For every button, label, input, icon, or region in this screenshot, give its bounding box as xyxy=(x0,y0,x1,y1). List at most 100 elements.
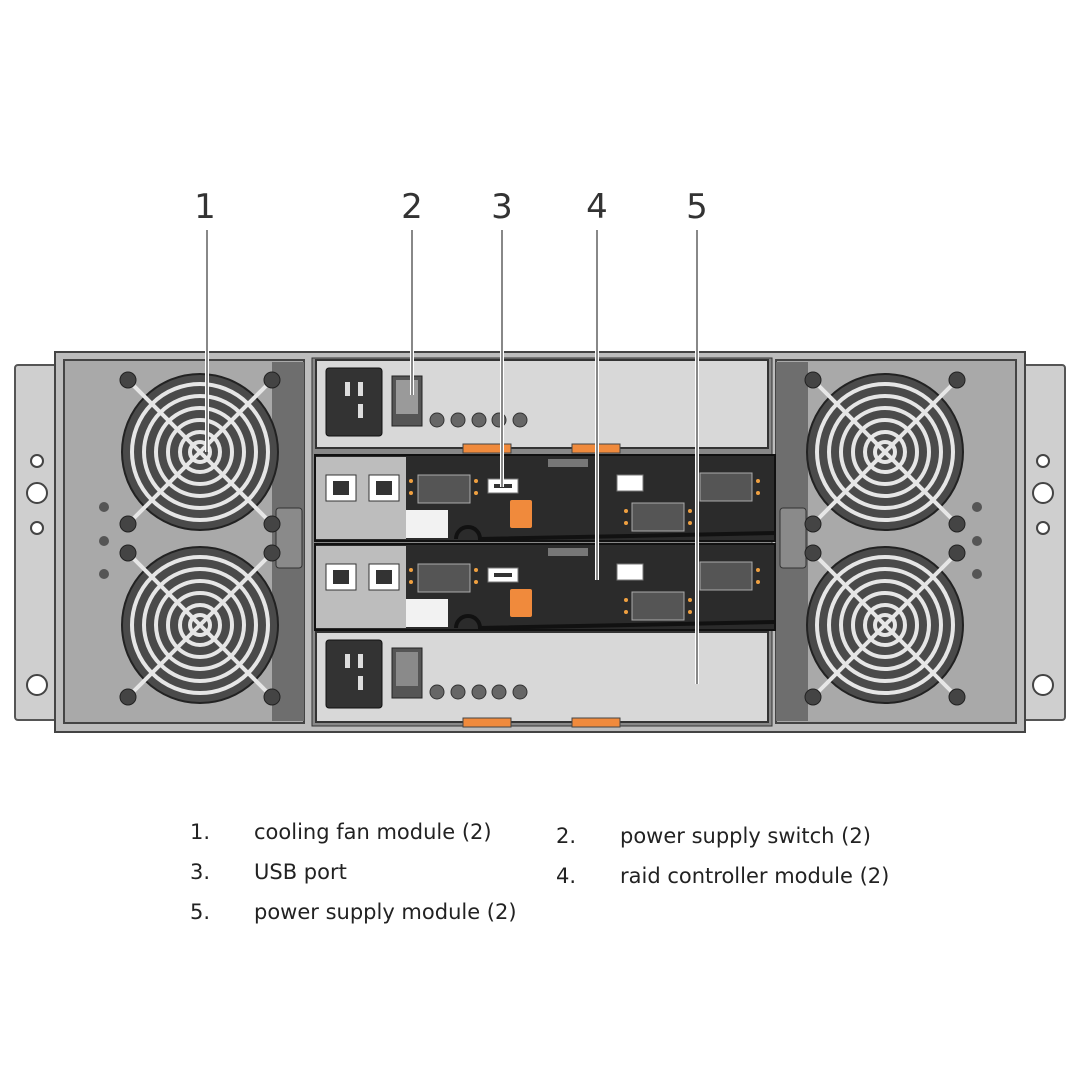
psu-latch xyxy=(462,443,512,454)
callout-number: 1 xyxy=(194,187,216,227)
release-latch xyxy=(510,500,532,528)
status-led xyxy=(756,491,760,495)
status-led xyxy=(624,509,628,513)
status-led xyxy=(688,521,692,525)
seven-segment-display xyxy=(406,599,448,627)
psu-led xyxy=(429,412,445,428)
callout-number: 5 xyxy=(686,187,708,227)
inlet-pin xyxy=(358,382,363,396)
sas-port xyxy=(699,472,753,502)
psu-led xyxy=(512,684,528,700)
fan-screw xyxy=(263,371,281,389)
legend-label: cooling fan module (2) xyxy=(254,820,492,844)
fan-screw xyxy=(948,688,966,706)
fan-screw xyxy=(119,544,137,562)
fan-screw xyxy=(804,688,822,706)
fan-grille-icon xyxy=(119,544,281,706)
psu-led xyxy=(450,412,466,428)
callout-number: 2 xyxy=(401,187,423,227)
status-led xyxy=(756,580,760,584)
sas-port xyxy=(699,561,753,591)
status-led xyxy=(688,610,692,614)
raid-controller-module xyxy=(314,543,776,631)
fan-screw xyxy=(804,515,822,533)
rack-ear-left xyxy=(14,364,61,721)
fan-latch xyxy=(779,507,807,569)
ethernet-port-socket xyxy=(333,481,349,495)
legend-number: 1. xyxy=(190,820,211,844)
status-led xyxy=(474,479,478,483)
status-led xyxy=(688,509,692,513)
status-led xyxy=(756,479,760,483)
status-led xyxy=(409,568,413,572)
status-led xyxy=(474,580,478,584)
fan-grille-icon xyxy=(804,371,966,533)
legend-label: power supply module (2) xyxy=(254,900,517,924)
sas-port xyxy=(417,474,471,504)
power-switch-rocker xyxy=(396,652,418,686)
psu-latch xyxy=(462,717,512,728)
ethernet-port-socket xyxy=(376,481,392,495)
fan-screw xyxy=(119,688,137,706)
fan-screw xyxy=(119,515,137,533)
seven-segment-display xyxy=(406,510,448,538)
status-led xyxy=(688,598,692,602)
power-inlet xyxy=(325,367,383,437)
psu-latch xyxy=(571,717,621,728)
fan-screw xyxy=(948,544,966,562)
legend-number: 4. xyxy=(556,864,577,888)
status-led xyxy=(409,580,413,584)
legend-number: 3. xyxy=(190,860,211,884)
power-inlet xyxy=(325,639,383,709)
fan-screw xyxy=(263,688,281,706)
psu-led xyxy=(471,684,487,700)
sas-port xyxy=(631,591,685,621)
legend-number: 2. xyxy=(556,824,577,848)
fan-screw xyxy=(948,515,966,533)
legend-number: 5. xyxy=(190,900,211,924)
fan-leds xyxy=(99,502,109,579)
fan-screw xyxy=(804,371,822,389)
legend-label: USB port xyxy=(254,860,347,884)
rack-ear-holes xyxy=(26,454,1054,696)
fan-screw xyxy=(263,515,281,533)
status-led xyxy=(624,610,628,614)
psu-led xyxy=(450,684,466,700)
handle xyxy=(454,525,776,542)
inlet-pin xyxy=(358,404,363,418)
inlet-pin xyxy=(345,382,350,396)
status-led xyxy=(474,491,478,495)
status-led xyxy=(409,491,413,495)
ethernet-port-socket xyxy=(333,570,349,584)
psu-led xyxy=(512,412,528,428)
ethernet-port-socket xyxy=(376,570,392,584)
fan-grille-icon xyxy=(119,371,281,533)
mini-usb-port xyxy=(616,563,644,581)
fan-screw xyxy=(948,371,966,389)
fan-latch xyxy=(275,507,303,569)
usb-port-slot xyxy=(494,573,512,577)
fan-screw xyxy=(119,371,137,389)
status-led xyxy=(756,568,760,572)
inlet-pin xyxy=(358,676,363,690)
power-supply-module xyxy=(315,631,769,728)
label-plate xyxy=(548,459,588,467)
callout-number: 3 xyxy=(491,187,513,227)
sas-port xyxy=(631,502,685,532)
fan-grille-icon xyxy=(804,544,966,706)
status-led xyxy=(474,568,478,572)
legend-label: power supply switch (2) xyxy=(620,824,871,848)
status-led xyxy=(624,521,628,525)
fan-screw xyxy=(263,544,281,562)
psu-led xyxy=(429,684,445,700)
status-led xyxy=(624,598,628,602)
release-latch xyxy=(510,589,532,617)
handle xyxy=(454,614,776,631)
label-plate xyxy=(548,548,588,556)
rack-ear-right xyxy=(1019,364,1066,721)
status-led xyxy=(409,479,413,483)
mini-usb-port xyxy=(616,474,644,492)
legend-label: raid controller module (2) xyxy=(620,864,890,888)
inlet-pin xyxy=(345,654,350,668)
